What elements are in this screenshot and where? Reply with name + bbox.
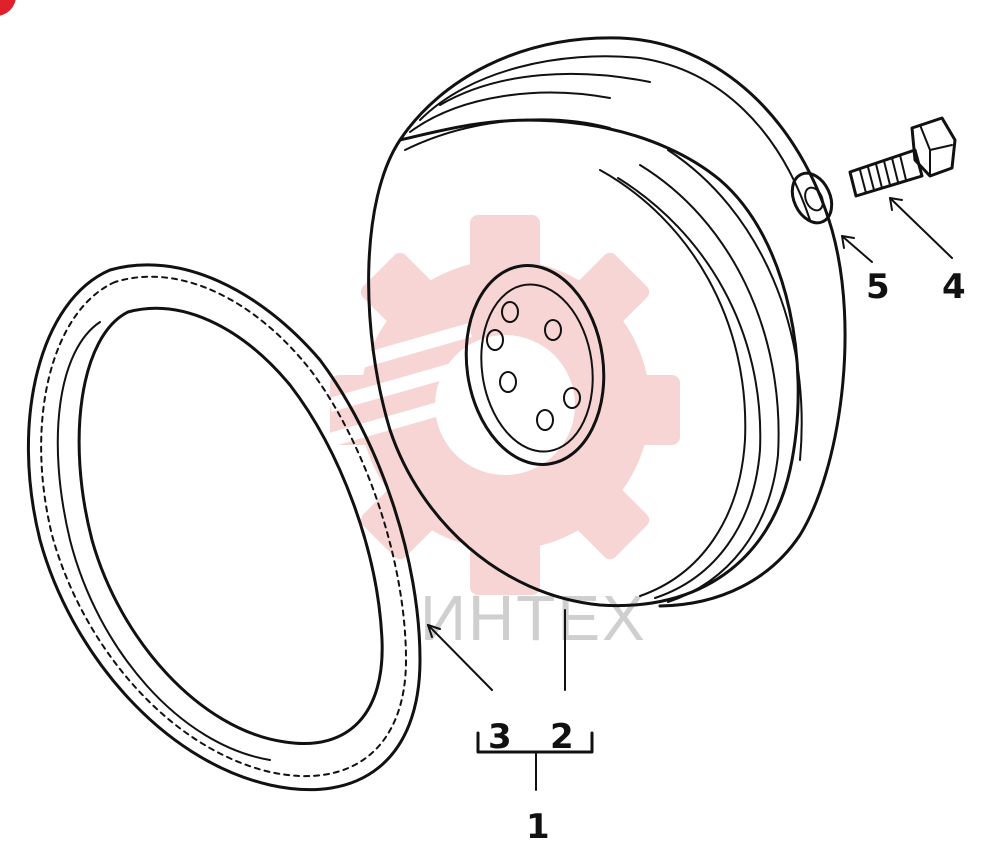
callout-4: 4 (942, 267, 966, 307)
callout-1: 1 (526, 807, 550, 847)
ring-gear-drawing (26, 263, 422, 792)
corner-badge (0, 0, 16, 16)
callout-2: 2 (550, 717, 574, 757)
flywheel-drawing (367, 36, 847, 608)
watermark-gear-icon (328, 215, 680, 595)
callout-5: 5 (866, 267, 890, 307)
callout-3: 3 (488, 717, 512, 757)
leader-lines (427, 197, 953, 791)
bolt-drawing (848, 116, 957, 198)
washer-drawing (790, 171, 834, 225)
watermark-text: ИНТЕХ (420, 582, 647, 654)
